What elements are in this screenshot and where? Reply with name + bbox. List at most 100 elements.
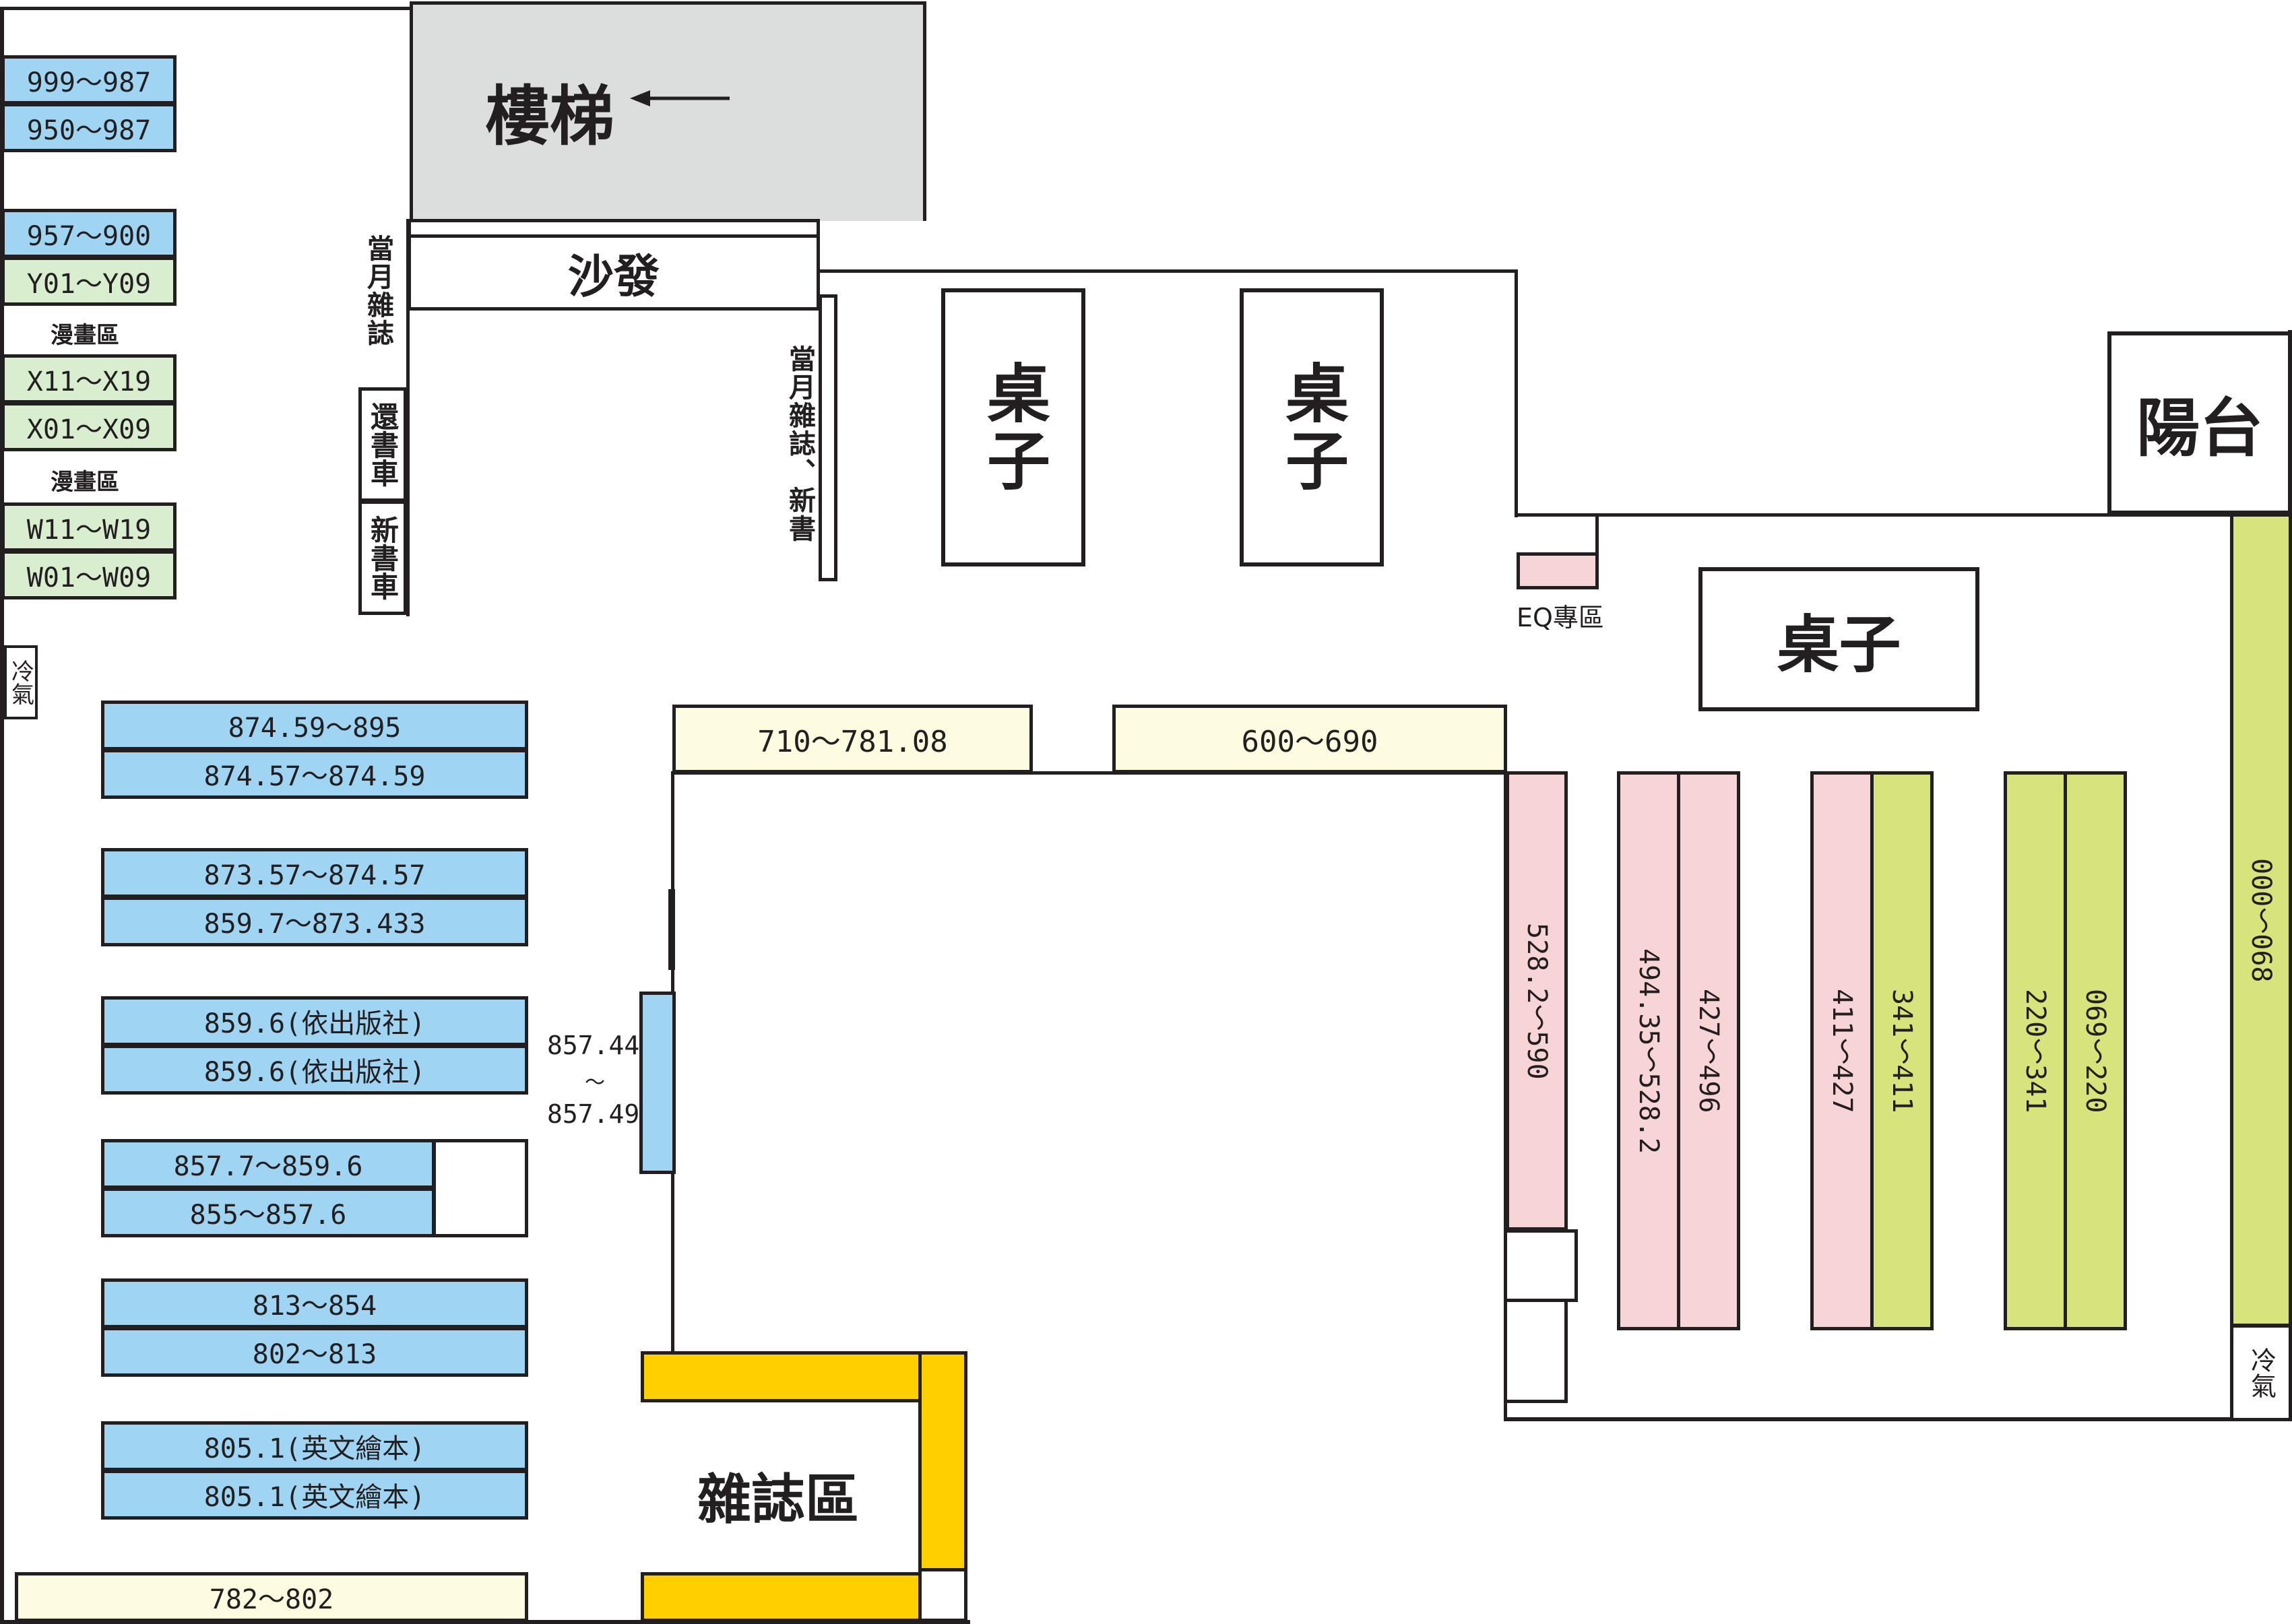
- shelf-label: 710～781.08: [757, 725, 948, 759]
- wall: [0, 1620, 970, 1624]
- shelf-W11-W19[interactable]: W11～W19: [1, 502, 177, 552]
- aircon-left: 冷氣: [4, 645, 38, 719]
- wall: [406, 219, 410, 616]
- shelf-label: 859.6(依出版社): [203, 1008, 426, 1039]
- arrow-left-icon: [630, 90, 730, 106]
- comic-area-label: 漫畫區: [51, 322, 119, 349]
- wall: [671, 1172, 674, 1354]
- return-cart-label: 還書車: [367, 402, 399, 487]
- shelf-857-44-label-top: 857.44: [547, 1031, 640, 1060]
- wall: [1515, 269, 1518, 517]
- shelf-957-900[interactable]: 957～900: [1, 209, 177, 258]
- table-2[interactable]: 桌子: [1240, 288, 1384, 566]
- wall: [1504, 771, 1507, 1419]
- shelf-600-690[interactable]: 600～690: [1112, 705, 1507, 773]
- monthly-magazine-new-shelf: [819, 294, 837, 581]
- sofa-label: 沙發: [567, 251, 660, 302]
- aircon-label: 冷氣: [2246, 1347, 2275, 1398]
- wall: [668, 889, 675, 970]
- shelf-label: 427～496: [1693, 988, 1724, 1113]
- shelf-710-781-08[interactable]: 710～781.08: [672, 705, 1033, 773]
- shelf-label: W11～W19: [26, 514, 152, 546]
- magazine-shelf-corner: [918, 1568, 967, 1622]
- shelf-label: 600～690: [1241, 725, 1378, 759]
- shelf-label: 813～854: [252, 1291, 377, 1322]
- shelf-782-802[interactable]: 782～802: [15, 1572, 528, 1622]
- shelf-W01-W09[interactable]: W01～W09: [1, 550, 177, 599]
- stairs-area: [410, 1, 926, 221]
- shelf-528-2-590[interactable]: 528.2～590: [1506, 771, 1568, 1231]
- shelf-859-6-publisher-b[interactable]: 859.6(依出版社): [101, 1045, 528, 1095]
- shelf-label: 855～857.6: [189, 1200, 347, 1231]
- wall: [0, 7, 4, 1624]
- magazine-shelf-bottom[interactable]: [641, 1572, 922, 1622]
- shelf-802-813[interactable]: 802～813: [101, 1327, 528, 1377]
- magazine-shelf-right[interactable]: [918, 1351, 967, 1571]
- shelf-427-496[interactable]: 427～496: [1677, 771, 1740, 1330]
- shelf-label: X11～X19: [26, 366, 152, 397]
- shelf-873-57-874-57[interactable]: 873.57～874.57: [101, 848, 528, 898]
- shelf-874-57-874-59[interactable]: 874.57～874.59: [101, 749, 528, 799]
- small-cabinet: [1504, 1299, 1568, 1403]
- shelf-label: 802～813: [252, 1339, 377, 1370]
- shelf-220-341[interactable]: 220～341: [2004, 771, 2067, 1330]
- shelf-999-987[interactable]: 999～987: [1, 55, 177, 104]
- aircon-right: 冷氣: [2230, 1324, 2292, 1421]
- shelf-000-068[interactable]: 000～068: [2230, 513, 2292, 1327]
- shelf-label: 873.57～874.57: [203, 860, 426, 891]
- shelf-411-427[interactable]: 411～427: [1810, 771, 1874, 1330]
- empty-shelf-slot: [433, 1139, 528, 1237]
- new-book-cart: 新書車: [358, 500, 407, 615]
- table-3[interactable]: 桌子: [1698, 567, 1979, 711]
- eq-zone-shelf[interactable]: [1517, 552, 1599, 589]
- shelf-label: 341～411: [1886, 988, 1917, 1113]
- shelf-950-987[interactable]: 950～987: [1, 103, 177, 152]
- wall: [1595, 513, 2292, 517]
- table-label: 桌子: [1777, 610, 1901, 680]
- shelf-label: 859.6(依出版社): [203, 1057, 426, 1088]
- magazine-area-label: 雜誌區: [697, 1468, 859, 1531]
- comic-area-label: 漫畫區: [51, 469, 119, 496]
- shelf-859-6-publisher-a[interactable]: 859.6(依出版社): [101, 996, 528, 1046]
- table-label: 桌子: [1277, 360, 1347, 495]
- shelf-857-44-label-bot: 857.49: [547, 1099, 640, 1129]
- table-1[interactable]: 桌子: [941, 288, 1085, 566]
- shelf-label: 494.35～528.2: [1633, 948, 1664, 1154]
- shelf-341-411[interactable]: 341～411: [1870, 771, 1934, 1330]
- shelf-857-44-857-49[interactable]: [639, 992, 676, 1174]
- return-cart: 還書車: [358, 387, 407, 502]
- shelf-857-44-label-mid: ～: [585, 1071, 605, 1095]
- wall: [1515, 513, 1595, 517]
- shelf-label: 411～427: [1826, 988, 1857, 1113]
- shelf-Y01-Y09[interactable]: Y01～Y09: [1, 257, 177, 306]
- shelf-label: 857.7～859.6: [173, 1151, 363, 1182]
- wall: [0, 7, 410, 10]
- sofa: 沙發: [408, 234, 820, 311]
- shelf-805-1-english-picture-a[interactable]: 805.1(英文繪本): [101, 1421, 528, 1471]
- wall: [1504, 1417, 2292, 1421]
- shelf-855-857-6[interactable]: 855～857.6: [101, 1188, 435, 1237]
- monthly-magazine-label-left: 當月雜誌: [362, 234, 393, 348]
- shelf-813-854[interactable]: 813～854: [101, 1278, 528, 1328]
- shelf-494-35-528-2[interactable]: 494.35～528.2: [1617, 771, 1680, 1330]
- wall: [1595, 513, 1599, 554]
- shelf-X01-X09[interactable]: X01～X09: [1, 402, 177, 451]
- eq-zone-label: EQ專區: [1517, 603, 1604, 632]
- shelf-label: 999～987: [26, 67, 152, 98]
- shelf-label: 069～220: [2080, 988, 2111, 1113]
- shelf-label: 782～802: [209, 1584, 334, 1615]
- monthly-magazine-new-label: 當月雜誌、新書: [784, 345, 815, 543]
- shelf-label: 874.57～874.59: [203, 761, 426, 792]
- shelf-069-220[interactable]: 069～220: [2064, 771, 2127, 1330]
- shelf-label: W01～W09: [26, 562, 152, 593]
- shelf-857-7-859-6[interactable]: 857.7～859.6: [101, 1139, 435, 1189]
- shelf-874-59-895[interactable]: 874.59～895: [101, 701, 528, 750]
- stairs-label: 樓梯: [485, 79, 614, 154]
- shelf-X11-X19[interactable]: X11～X19: [1, 354, 177, 403]
- magazine-shelf-top[interactable]: [641, 1351, 922, 1402]
- shelf-label: 805.1(英文繪本): [203, 1433, 426, 1464]
- shelf-805-1-english-picture-b[interactable]: 805.1(英文繪本): [101, 1470, 528, 1520]
- balcony[interactable]: 陽台: [2107, 331, 2292, 515]
- shelf-859-7-873-433[interactable]: 859.7～873.433: [101, 897, 528, 946]
- shelf-label: 220～341: [2020, 988, 2051, 1113]
